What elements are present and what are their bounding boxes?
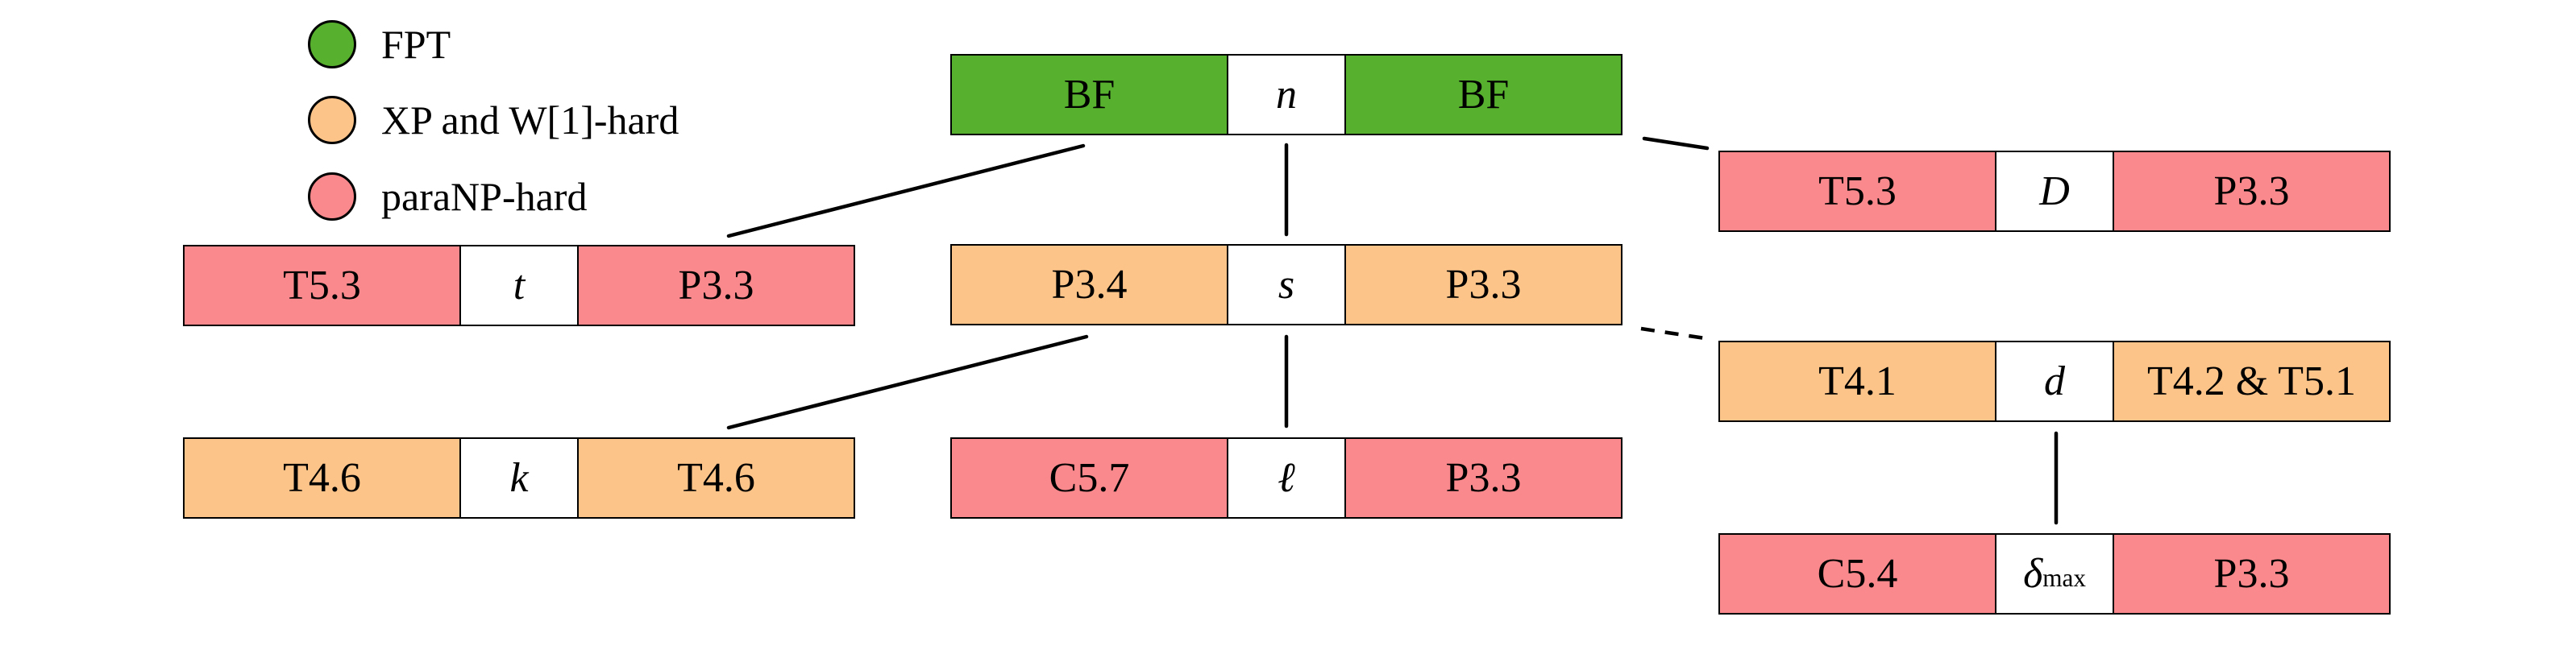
node-dmax-right-segment: P3.3 xyxy=(2114,535,2389,613)
ref-label: T5.3 xyxy=(283,263,361,308)
legend-item-xp-w1-hard: XP and W[1]-hard xyxy=(308,95,679,145)
node-s-left-segment: P3.4 xyxy=(952,246,1227,324)
node-D-right-segment: P3.3 xyxy=(2114,152,2389,230)
edge-n-t xyxy=(726,143,1086,238)
ref-label: P3.3 xyxy=(678,263,754,308)
param-symbol: D xyxy=(2039,168,2070,214)
node-k-param-cell: k xyxy=(459,439,579,517)
param-symbol: n xyxy=(1276,72,1297,118)
legend-swatch-xp-circle xyxy=(308,96,356,144)
node-t-right-segment: P3.3 xyxy=(579,246,854,325)
edge-n-D xyxy=(1642,136,1710,151)
ref-label: T4.2 & T5.1 xyxy=(2146,358,2357,404)
legend-swatch-fpt-circle xyxy=(308,20,356,68)
node-param-n: BF n BF xyxy=(950,54,1622,135)
ref-label: P3.3 xyxy=(1445,455,1522,501)
edge-s-d xyxy=(1640,326,1711,341)
node-param-s: P3.4 s P3.3 xyxy=(950,244,1622,325)
node-param-ell: C5.7 ℓ P3.3 xyxy=(950,437,1622,519)
node-n-right-segment: BF xyxy=(1346,56,1621,134)
node-param-D: T5.3 D P3.3 xyxy=(1718,151,2391,232)
node-s-param-cell: s xyxy=(1227,246,1346,324)
ref-label: T4.6 xyxy=(677,455,755,501)
ref-label: P3.4 xyxy=(1051,262,1128,308)
node-d-right-segment: T4.2 & T5.1 xyxy=(2114,342,2389,420)
node-param-d: T4.1 d T4.2 & T5.1 xyxy=(1718,341,2391,422)
node-k-left-segment: T4.6 xyxy=(185,439,459,517)
node-d-param-cell: d xyxy=(1995,342,2114,420)
node-param-t: T5.3 t P3.3 xyxy=(183,245,855,326)
node-D-left-segment: T5.3 xyxy=(1720,152,1995,230)
node-dmax-left-segment: C5.4 xyxy=(1720,535,1995,613)
node-n-left-segment: BF xyxy=(952,56,1227,134)
legend-swatch-paranp-circle xyxy=(308,172,356,221)
ref-label: P3.3 xyxy=(1445,262,1522,308)
param-symbol: ℓ xyxy=(1278,455,1295,501)
node-ell-right-segment: P3.3 xyxy=(1346,439,1621,517)
edge-s-k xyxy=(726,334,1089,430)
ref-label: BF xyxy=(1457,72,1510,118)
legend-item-fpt: FPT xyxy=(308,19,451,69)
node-t-param-cell: t xyxy=(459,246,579,325)
node-k-right-segment: T4.6 xyxy=(579,439,854,517)
legend-label-paranp-hard: paraNP-hard xyxy=(381,174,588,219)
ref-label: P3.3 xyxy=(2213,551,2290,597)
legend-label-fpt: FPT xyxy=(381,22,451,67)
ref-label: BF xyxy=(1063,72,1116,118)
node-D-param-cell: D xyxy=(1995,152,2114,230)
node-n-param-cell: n xyxy=(1227,56,1346,134)
node-d-left-segment: T4.1 xyxy=(1720,342,1995,420)
ref-label: C5.4 xyxy=(1817,551,1898,597)
ref-label: C5.7 xyxy=(1049,455,1130,501)
ref-label: T4.1 xyxy=(1818,358,1897,404)
legend-item-paranp-hard: paraNP-hard xyxy=(308,172,587,221)
node-ell-left-segment: C5.7 xyxy=(952,439,1227,517)
node-t-left-segment: T5.3 xyxy=(185,246,459,325)
legend-label-xp-w1-hard: XP and W[1]-hard xyxy=(381,97,679,143)
ref-label: T5.3 xyxy=(1818,168,1897,214)
ref-label: P3.3 xyxy=(2213,168,2290,214)
node-param-k: T4.6 k T4.6 xyxy=(183,437,855,519)
ref-label: T4.6 xyxy=(283,455,361,501)
param-symbol: δ xyxy=(2023,551,2043,597)
node-ell-param-cell: ℓ xyxy=(1227,439,1346,517)
node-s-right-segment: P3.3 xyxy=(1346,246,1621,324)
param-symbol: d xyxy=(2044,358,2065,404)
param-symbol: k xyxy=(509,455,529,501)
param-symbol: s xyxy=(1278,262,1295,308)
param-symbol: t xyxy=(513,263,526,308)
